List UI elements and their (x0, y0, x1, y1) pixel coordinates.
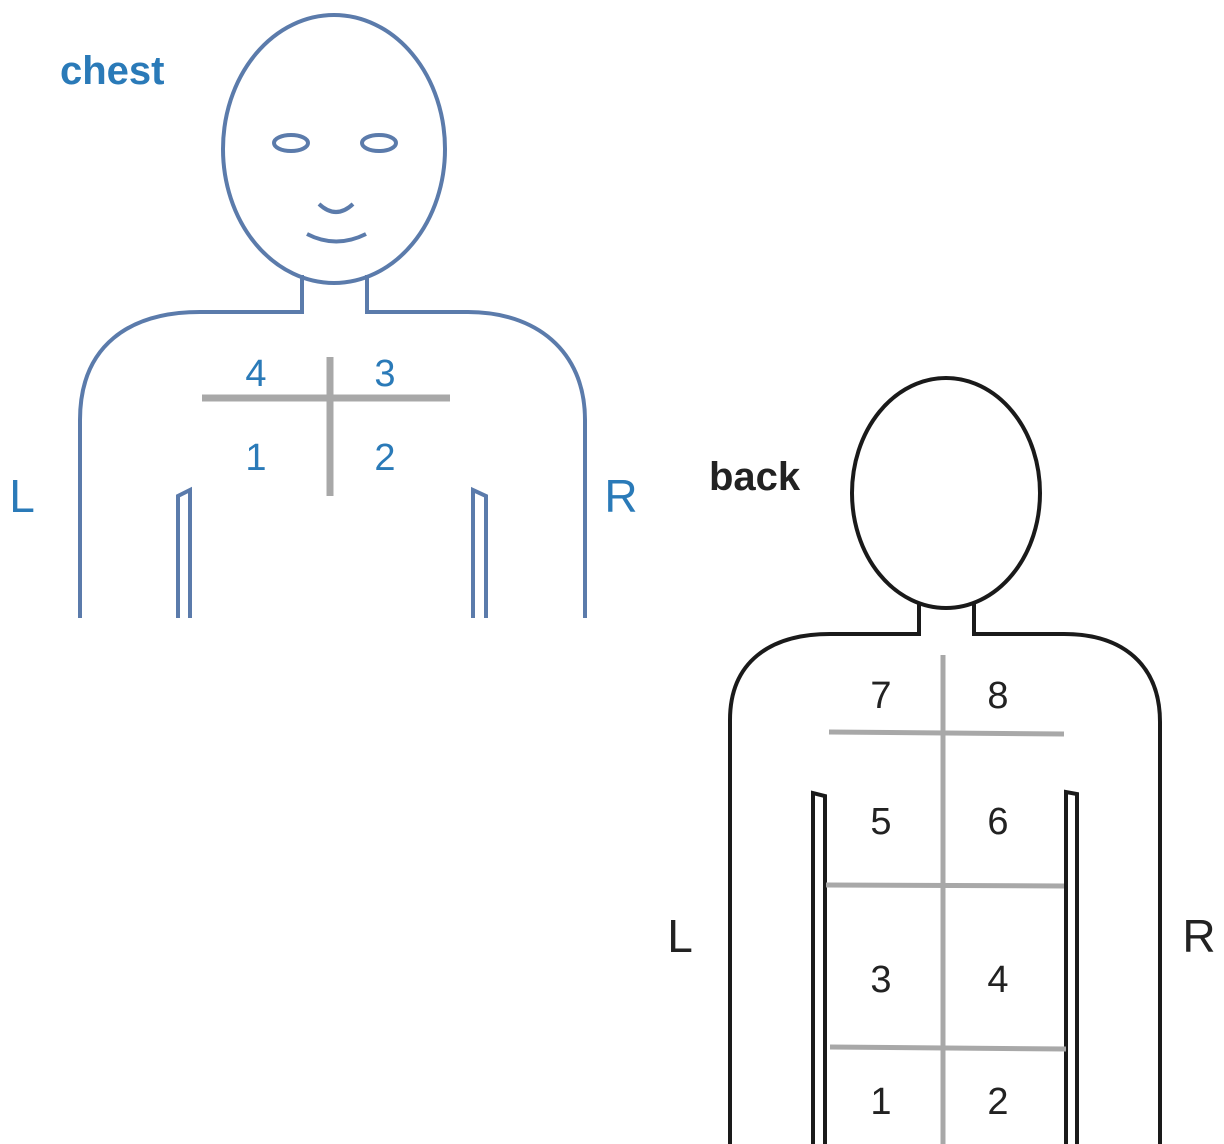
back-zone-8-label: 8 (987, 675, 1008, 717)
back-zone-7-label: 7 (870, 675, 891, 717)
back-divider-middle (826, 885, 1064, 886)
chest-left-eye (274, 135, 308, 151)
back-divider-upper (829, 732, 1064, 734)
back-divider-lower (830, 1047, 1066, 1049)
chest-right-eye (362, 135, 396, 151)
back-zone-5-label: 5 (870, 801, 891, 843)
back-zone-2-label: 2 (987, 1081, 1008, 1123)
chest-nose (319, 204, 353, 212)
chest-zone-1-label: 1 (245, 437, 266, 479)
back-zone-4-label: 4 (987, 959, 1008, 1001)
back-left-side-label: L (667, 910, 693, 962)
back-title: back (709, 455, 801, 499)
chest-left-side-label: L (9, 470, 35, 522)
chest-right-side-label: R (604, 470, 637, 522)
chest-zone-4-label: 4 (245, 353, 266, 395)
chest-title: chest (60, 49, 165, 93)
back-head (852, 378, 1040, 608)
back-right-side-label: R (1182, 910, 1215, 962)
chest-zone-3-label: 3 (374, 353, 395, 395)
back-figure: back 7 8 5 6 3 4 1 2 L R (667, 378, 1215, 1144)
chest-mouth (307, 234, 366, 242)
back-zone-1-label: 1 (870, 1081, 891, 1123)
back-zone-3-label: 3 (870, 959, 891, 1001)
back-zone-6-label: 6 (987, 801, 1008, 843)
chest-left-arm-gap (178, 490, 190, 618)
chest-right-arm-gap (473, 490, 486, 618)
chest-figure: chest 4 3 1 2 L R (9, 15, 637, 618)
back-left-arm-gap (813, 793, 825, 1144)
back-right-arm-gap (1066, 792, 1077, 1144)
chest-zone-2-label: 2 (374, 437, 395, 479)
